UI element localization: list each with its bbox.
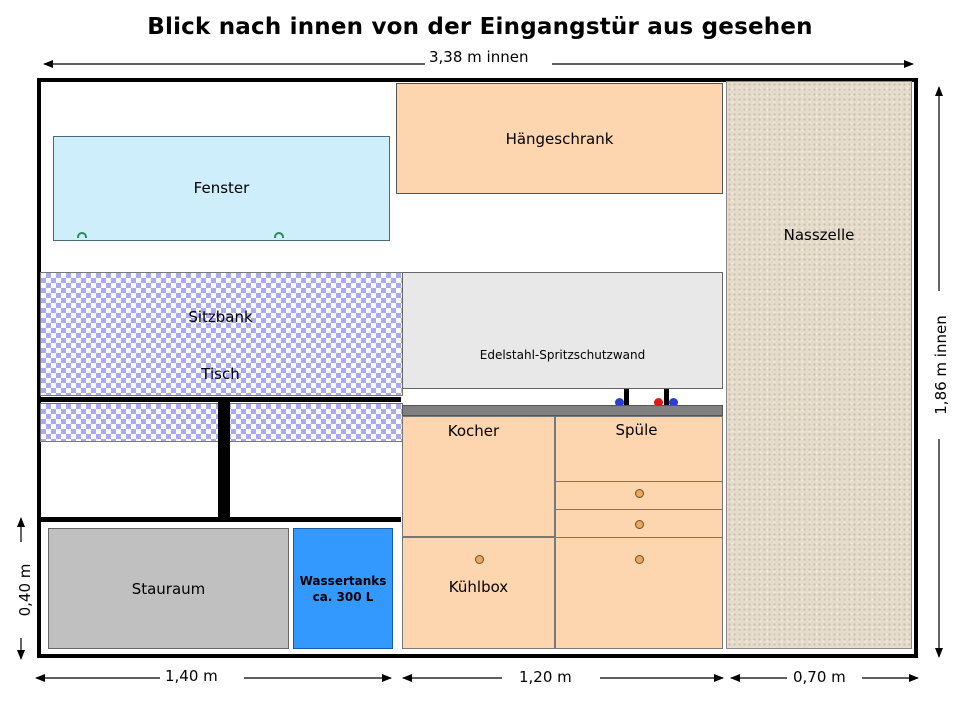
storage-label: Stauraum (131, 579, 206, 598)
tap-right-pipe (664, 389, 669, 406)
bench-cushion (40, 272, 403, 396)
diagram-title: Blick nach innen von der Eingangstür aus… (147, 14, 813, 40)
window-latch-right-icon (274, 232, 284, 238)
bottom-left-width-label: 1,40 m (161, 667, 222, 685)
water-tanks-label-line1: Wassertanks (299, 573, 387, 588)
wet-cell-label: Nasszelle (783, 226, 855, 244)
bottom-right-width-label: 0,70 m (789, 668, 850, 686)
stove-cabinet (402, 416, 555, 537)
bench-base-line (40, 517, 401, 522)
lower-right-cabinet-knob-icon (635, 555, 644, 564)
height-total-label: 1,86 m innen (932, 291, 950, 439)
table-top (40, 397, 401, 402)
stove-label: Kocher (447, 422, 500, 440)
drawer-upper-knob-icon (635, 489, 644, 498)
wall-cabinet-label: Hängeschrank (505, 129, 614, 148)
window: Fenster (53, 136, 390, 241)
width-total-label: 3,38 m innen (425, 48, 533, 66)
countertop (402, 405, 723, 416)
table-label: Tisch (201, 365, 240, 383)
cold-water-tap-right-icon (669, 398, 678, 407)
table-leg (218, 402, 230, 520)
sink-label: Spüle (615, 421, 658, 439)
splash-wall: Edelstahl-Spritzschutzwand (402, 272, 723, 389)
storage-compartment: Stauraum (48, 528, 289, 649)
coolbox-knob-icon (475, 555, 484, 564)
hot-water-tap-icon (654, 398, 663, 407)
tap-left-pipe (624, 389, 629, 406)
window-label: Fenster (193, 178, 250, 197)
wall-cabinet: Hängeschrank (396, 83, 723, 194)
bottom-middle-width-label: 1,20 m (515, 668, 576, 686)
sink-cabinet (555, 416, 723, 482)
drawer-lower-knob-icon (635, 520, 644, 529)
lower-right-cabinet (555, 537, 723, 649)
bench-label: Sitzbank (188, 308, 253, 326)
window-latch-left-icon (77, 232, 87, 238)
wet-cell: Nasszelle (726, 81, 912, 649)
splash-wall-label: Edelstahl-Spritzschutzwand (479, 348, 646, 362)
water-tanks: Wassertanks ca. 300 L (293, 528, 393, 649)
coolbox-label: Kühlbox (448, 578, 509, 596)
cold-water-tap-icon (615, 398, 624, 407)
water-tanks-label-line2: ca. 300 L (312, 589, 374, 604)
lower-height-label: 0,40 m (16, 542, 34, 638)
